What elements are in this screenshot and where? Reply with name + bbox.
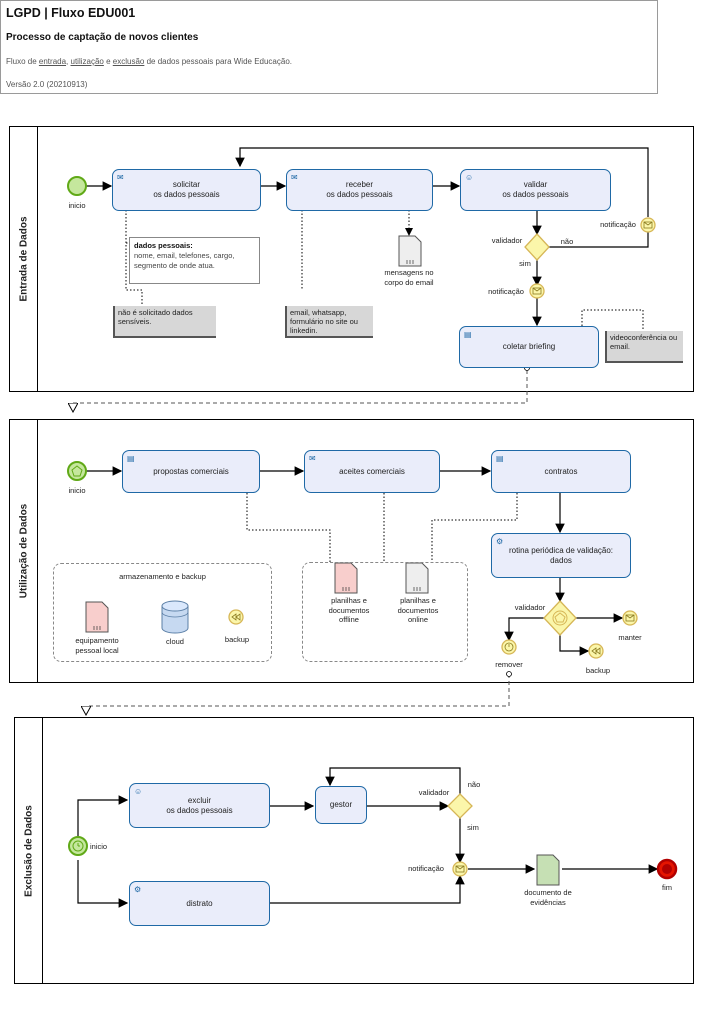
pool-exclusao: Exclusão de Dados <box>14 717 694 984</box>
desc-link-exclusao: exclusão <box>112 57 145 66</box>
remove-label: remover <box>495 660 523 669</box>
task-label: validar os dados pessoais <box>502 180 569 199</box>
task-solicitar[interactable]: ✉ solicitar os dados pessoais <box>112 169 261 211</box>
desc-text: e <box>103 57 113 66</box>
task-label: contratos <box>544 466 578 476</box>
desc-text: Fluxo de <box>6 57 39 66</box>
service-icon: ⚙ <box>134 885 142 894</box>
start-event-1 <box>67 176 87 196</box>
task-receber[interactable]: ✉ receber os dados pessoais <box>286 169 433 211</box>
task-distrato[interactable]: ⚙ distrato <box>129 881 270 926</box>
start-label: inicio <box>90 842 108 851</box>
annotation-dados-pessoais: dados pessoais:nome, email, telefones, c… <box>129 237 260 284</box>
task-label: propostas comerciais <box>153 466 229 476</box>
doc-offline-label: planilhas e documentos offline <box>328 596 370 624</box>
cloud-database <box>161 600 189 634</box>
diagram-header: LGPD | Fluxo EDU001 Processo de captação… <box>0 0 658 94</box>
note-videoconferencia: videoconferência ou email. <box>605 331 683 363</box>
gateway-no-label: não <box>560 237 574 246</box>
start-label: inicio <box>68 486 86 495</box>
store-backup-label: backup <box>224 635 250 644</box>
message-icon: ✉ <box>309 454 316 463</box>
pool-utilizacao: Utilização de Dados <box>9 419 694 683</box>
store-cloud-label: cloud <box>166 637 184 646</box>
notification-label: notificação <box>408 864 444 873</box>
doc-email-label: mensagens no corpo do email <box>384 268 434 287</box>
backup-label: backup <box>585 666 611 675</box>
lane-header-utilizacao: Utilização de Dados <box>10 420 38 682</box>
task-label: coletar briefing <box>502 342 556 351</box>
desc-text: , <box>66 57 71 66</box>
lane-header-exclusao: Exclusão de Dados <box>15 718 43 983</box>
group-documentos <box>302 562 468 662</box>
diagram-version: Versão 2.0 (20210913) <box>6 80 88 89</box>
script-icon: ▤ <box>496 454 504 463</box>
gateway-2 <box>543 600 577 636</box>
store-local-label: equipamento pessoal local <box>75 636 119 655</box>
doc-evidence <box>536 854 560 886</box>
start-label: inicio <box>68 201 86 210</box>
gateway-yes-label: sim <box>467 823 479 832</box>
gateway-label: validador <box>514 603 546 612</box>
task-label: gestor <box>329 800 353 809</box>
gateway-3 <box>447 793 473 819</box>
annotation-title: dados pessoais: <box>134 241 193 250</box>
task-contratos[interactable]: ▤ contratos <box>491 450 631 493</box>
gateway-label: validador <box>491 236 523 245</box>
gateway-yes-label: sim <box>519 259 531 268</box>
doc-evidence-label: documento de evidências <box>524 888 572 907</box>
task-coletar-briefing[interactable]: ▤ coletar briefing <box>459 326 599 368</box>
task-label: excluir os dados pessoais <box>166 795 233 815</box>
doc-online-label: planilhas e documentos online <box>397 596 439 624</box>
task-label: rotina periódica de validação: dados <box>508 545 614 565</box>
notification-label-1: notificação <box>600 220 636 229</box>
user-icon: ☺ <box>134 787 143 796</box>
doc-email <box>398 235 422 267</box>
diagram-subtitle: Processo de captação de novos clientes <box>6 32 199 43</box>
note-sensiveis: não é solicitado dados sensíveis. <box>113 306 216 338</box>
task-aceites[interactable]: ✉ aceites comerciais <box>304 450 440 493</box>
lane-header-entrada: Entrada de Dados <box>10 127 38 391</box>
doc-online <box>405 562 429 594</box>
note-canais: email, whatsapp, formulário no site ou l… <box>285 306 373 338</box>
doc-local <box>85 601 109 633</box>
pool-entrada: Entrada de Dados <box>9 126 694 392</box>
message-icon: ✉ <box>291 173 298 182</box>
desc-link-entrada: entrada <box>38 57 67 66</box>
message-icon: ✉ <box>117 173 124 182</box>
group-armazenamento <box>53 563 272 662</box>
notification-label-2: notificação <box>488 287 524 296</box>
keep-label: manter <box>618 633 642 642</box>
script-icon: ▤ <box>127 454 135 463</box>
desc-link-utilizacao: utilização <box>70 57 104 66</box>
task-propostas[interactable]: ▤ propostas comerciais <box>122 450 260 493</box>
task-label: solicitar os dados pessoais <box>153 180 220 199</box>
start-event-2 <box>67 461 87 481</box>
gateway-label: validador <box>418 788 450 797</box>
task-gestor[interactable]: gestor <box>315 786 367 824</box>
desc-text: de dados pessoais para Wide Educação. <box>144 57 292 66</box>
task-label: distrato <box>186 898 213 908</box>
gateway-1 <box>524 233 550 261</box>
diagram-description: Fluxo de entrada, utilização e exclusão … <box>6 57 292 66</box>
task-label: aceites comerciais <box>339 466 405 476</box>
task-label: receber os dados pessoais <box>326 180 393 199</box>
gateway-no-label: não <box>467 780 481 789</box>
end-label: fim <box>662 883 672 892</box>
task-validar[interactable]: ☺ validar os dados pessoais <box>460 169 611 211</box>
script-icon: ▤ <box>464 330 472 339</box>
doc-offline <box>334 562 358 594</box>
diagram-title: LGPD | Fluxo EDU001 <box>6 6 136 20</box>
service-icon: ⚙ <box>496 537 504 546</box>
task-excluir[interactable]: ☺ excluir os dados pessoais <box>129 783 270 828</box>
annotation-body: nome, email, telefones, cargo, segmento … <box>134 251 235 270</box>
user-icon: ☺ <box>465 173 474 182</box>
task-rotina-validacao[interactable]: ⚙ rotina periódica de validação: dados <box>491 533 631 578</box>
group-title: armazenamento e backup <box>119 572 206 581</box>
